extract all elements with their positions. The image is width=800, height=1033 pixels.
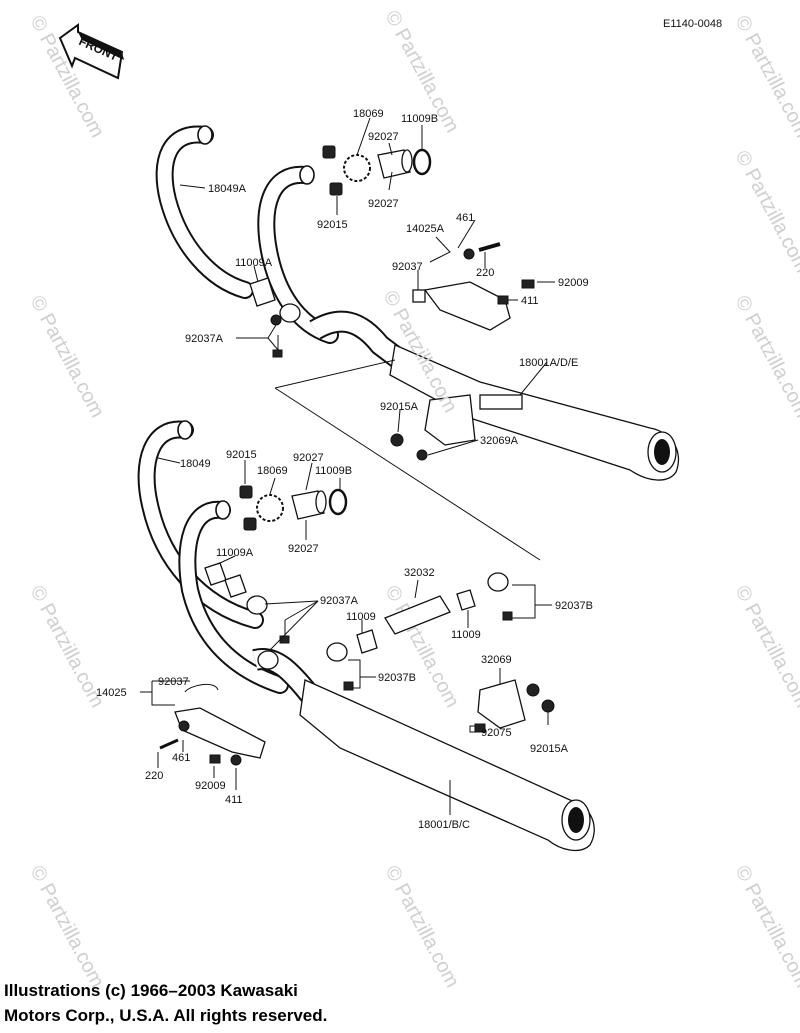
- callout-label: 92037A: [185, 333, 224, 345]
- watermark: © Partzilla.com: [731, 147, 800, 276]
- watermark: © Partzilla.com: [731, 862, 800, 991]
- callout-label: 18001/B/C: [418, 819, 470, 831]
- watermark: © Partzilla.com: [26, 862, 109, 991]
- callout-label: 32069A: [480, 435, 519, 447]
- callout-label: 11009: [346, 611, 376, 623]
- callout-label: 32069: [481, 654, 512, 666]
- callout-label: 11009B: [315, 465, 352, 477]
- callout-label: 18001A/D/E: [519, 357, 578, 369]
- callout-label: 92037: [158, 676, 189, 688]
- callout-label: 32032: [404, 567, 435, 579]
- callout-label: 92027: [368, 131, 399, 143]
- callout-label: 92075: [481, 727, 512, 739]
- callout-label: 18049A: [208, 183, 247, 195]
- callout-label: 411: [521, 295, 539, 307]
- callout-label: 92015A: [380, 401, 419, 413]
- callout-label: 92027: [368, 198, 399, 210]
- callout-labels: 18069 92027 11009B 92027 92015 18049A 14…: [96, 108, 593, 831]
- watermark: © Partzilla.com: [731, 582, 800, 711]
- callout-label: 92015A: [530, 743, 569, 755]
- bottom-exhaust-assembly: [137, 420, 595, 852]
- callout-label: 92037B: [378, 672, 416, 684]
- callout-label: 220: [145, 770, 163, 782]
- callout-label: 11009A: [235, 257, 273, 269]
- callout-label: 92009: [558, 277, 589, 289]
- watermark: © Partzilla.com: [381, 582, 464, 711]
- callout-label: 92027: [288, 543, 319, 555]
- assembly-link-line: [274, 359, 396, 389]
- copyright-notice: Illustrations (c) 1966–2003 Kawasaki Mot…: [4, 978, 424, 1028]
- callout-label: 92037: [392, 261, 423, 273]
- top-exhaust-assembly: [155, 117, 680, 481]
- callout-label: 220: [476, 267, 494, 279]
- copyright-line: Illustrations (c) 1966–2003 Kawasaki: [4, 981, 298, 1000]
- callout-label: 11009B: [401, 113, 438, 125]
- callout-label: 461: [456, 212, 474, 224]
- callout-label: 18069: [353, 108, 384, 120]
- callout-label: 92027: [293, 452, 324, 464]
- watermark: © Partzilla.com: [731, 12, 800, 141]
- assembly-link-line: [274, 387, 541, 561]
- callout-label: 14025: [96, 687, 127, 699]
- callout-label: 92037B: [555, 600, 593, 612]
- callout-label: 18049: [180, 458, 211, 470]
- callout-label: 92009: [195, 780, 226, 792]
- watermark: © Partzilla.com: [26, 12, 109, 141]
- watermark: © Partzilla.com: [381, 862, 464, 991]
- watermark: © Partzilla.com: [26, 292, 109, 421]
- callout-label: 18069: [257, 465, 288, 477]
- callout-label: 411: [225, 794, 243, 806]
- diagram-code: E1140-0048: [663, 18, 722, 30]
- watermark: © Partzilla.com: [731, 292, 800, 421]
- callout-label: 92015: [317, 219, 348, 231]
- callout-label: 92015: [226, 449, 257, 461]
- copyright-line: Motors Corp., U.S.A. All rights reserved…: [4, 1006, 328, 1025]
- callout-label: 11009A: [216, 547, 254, 559]
- callout-label: 92037A: [320, 595, 359, 607]
- callout-label: 11009: [451, 629, 481, 641]
- callout-label: 14025A: [406, 223, 445, 235]
- callout-label: 461: [172, 752, 190, 764]
